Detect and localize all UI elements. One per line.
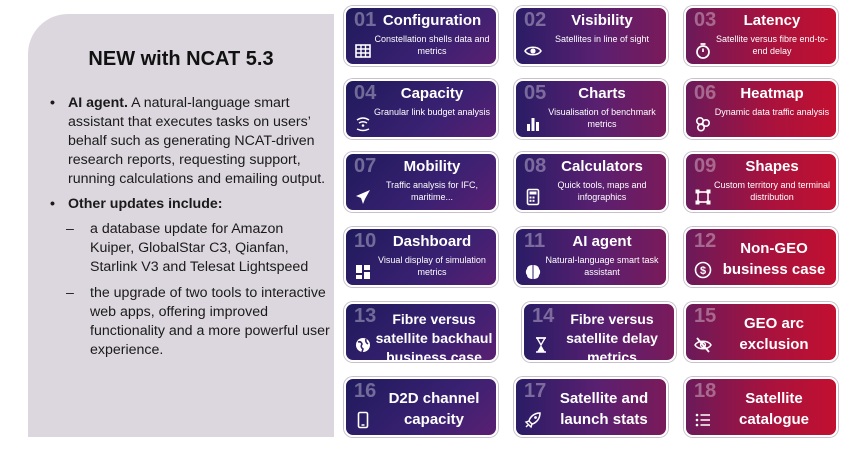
dashboard-icon	[354, 263, 372, 281]
tile-description: Satellite versus fibre end-to-end delay	[715, 34, 829, 56]
tile-number: 04	[354, 82, 377, 104]
phone-icon	[354, 411, 372, 429]
tile-title: Fibre versus satellite delay metrics	[566, 311, 658, 362]
tile-configuration[interactable]: 01 Configuration Constellation shells da…	[344, 6, 498, 66]
tile-description: Traffic analysis for IFC, maritime...	[385, 180, 479, 202]
heatmap-icon	[694, 115, 712, 133]
tile-description: Constellation shells data and metrics	[374, 34, 490, 56]
tile-satellite-launch-stats[interactable]: 17 Satellite and launch stats	[514, 377, 668, 437]
eye-slash-icon	[694, 336, 712, 354]
tile-description: Granular link budget analysis	[373, 107, 491, 117]
shape-icon	[694, 188, 712, 206]
tile-number: 13	[354, 305, 377, 327]
dash: –	[66, 221, 74, 237]
tile-description: Quick tools, maps and infographics	[557, 180, 647, 202]
tile-number: 16	[354, 380, 377, 402]
globe-icon	[354, 336, 372, 354]
tile-number: 17	[524, 380, 547, 402]
signal-icon	[354, 115, 372, 133]
list-icon	[694, 411, 712, 429]
tile-mobility[interactable]: 07 Mobility Traffic analysis for IFC, ma…	[344, 152, 498, 212]
tile-number: 12	[694, 230, 717, 252]
tile-title: Satellite and launch stats	[559, 390, 649, 428]
tile-title: AI agent	[572, 233, 632, 250]
tile-number: 03	[694, 9, 717, 31]
tile-title: Heatmap	[740, 85, 804, 102]
dollar-icon: $	[694, 261, 712, 279]
tile-fibre-satellite-delay[interactable]: 14 Fibre versus satellite delay metrics	[522, 302, 676, 362]
calculator-icon	[524, 188, 542, 206]
tile-title: Mobility	[403, 158, 461, 175]
tile-charts[interactable]: 05 Charts Visualisation of benchmark met…	[514, 79, 668, 139]
sub-bullet-web-apps-text: the upgrade of two tools to interactive …	[90, 285, 330, 358]
rocket-icon	[524, 411, 542, 429]
brain-icon	[524, 263, 542, 281]
tile-title: Fibre versus satellite backhaul business…	[375, 311, 493, 362]
tile-title: Charts	[578, 85, 626, 102]
stopwatch-icon	[694, 42, 712, 60]
bar-chart-icon	[524, 115, 542, 133]
info-panel: NEW with NCAT 5.3 AI agent. A natural-la…	[28, 14, 334, 437]
tile-title: Calculators	[561, 158, 643, 175]
eye-icon	[524, 42, 542, 60]
tile-title: Non-GEO business case	[722, 240, 826, 278]
tile-title: Configuration	[382, 12, 482, 29]
tile-description: Custom territory and terminal distributi…	[713, 180, 831, 202]
tile-number: 05	[524, 82, 547, 104]
tile-title: Latency	[743, 12, 801, 29]
tile-latency[interactable]: 03 Latency Satellite versus fibre end-to…	[684, 6, 838, 66]
tile-title: Shapes	[745, 158, 799, 175]
panel-title: NEW with NCAT 5.3	[88, 48, 274, 70]
sub-bullet-web-apps: –the upgrade of two tools to interactive…	[50, 284, 330, 360]
tile-description: Visual display of simulation metrics	[378, 255, 486, 277]
plane-icon	[354, 188, 372, 206]
dash: –	[66, 285, 74, 301]
tile-title: Capacity	[400, 85, 464, 102]
tile-title: Dashboard	[392, 233, 472, 250]
tile-capacity[interactable]: 04 Capacity Granular link budget analysi…	[344, 79, 498, 139]
tile-number: 06	[694, 82, 717, 104]
sub-bullet-database-text: a database update for Amazon Kuiper, Glo…	[90, 221, 309, 275]
tile-geo-arc-exclusion[interactable]: 15 GEO arc exclusion	[684, 302, 838, 362]
tile-heatmap[interactable]: 06 Heatmap Dynamic data traffic analysis	[684, 79, 838, 139]
tile-d2d-channel-capacity[interactable]: 16 D2D channel capacity	[344, 377, 498, 437]
tile-number: 01	[354, 9, 377, 31]
tile-number: 08	[524, 155, 547, 177]
tile-description: Natural-language smart task assistant	[545, 255, 659, 277]
tile-description: Dynamic data traffic analysis	[714, 107, 830, 117]
tile-number: 14	[532, 305, 555, 327]
sub-bullet-database: –a database update for Amazon Kuiper, Gl…	[50, 220, 330, 277]
tile-satellite-catalogue[interactable]: 18 Satellite catalogue	[684, 377, 838, 437]
tile-description: Satellites in line of sight	[554, 34, 650, 44]
tile-number: 18	[694, 380, 717, 402]
tile-fibre-satellite-backhaul[interactable]: 13 Fibre versus satellite backhaul busin…	[344, 302, 498, 362]
tile-number: 10	[354, 230, 377, 252]
tile-visibility[interactable]: 02 Visibility Satellites in line of sigh…	[514, 6, 668, 66]
tile-number: 09	[694, 155, 717, 177]
tile-title: D2D channel capacity	[388, 390, 480, 428]
tile-title: Satellite catalogue	[738, 390, 810, 428]
tile-dashboard[interactable]: 10 Dashboard Visual display of simulatio…	[344, 227, 498, 287]
tile-title: GEO arc exclusion	[739, 315, 809, 353]
bullet-ai-agent-text: A natural-language smart assistant that …	[68, 95, 326, 187]
svg-text:$: $	[700, 265, 706, 277]
tile-ai-agent[interactable]: 11 AI agent Natural-language smart task …	[514, 227, 668, 287]
tile-number: 11	[524, 230, 546, 252]
tile-shapes[interactable]: 09 Shapes Custom territory and terminal …	[684, 152, 838, 212]
tile-number: 15	[694, 305, 717, 327]
bullet-other-updates-heading: Other updates include:	[68, 196, 223, 212]
tile-number: 07	[354, 155, 377, 177]
tile-description: Visualisation of benchmark metrics	[548, 107, 656, 129]
bullet-ai-agent-heading: AI agent.	[68, 95, 128, 111]
grid-icon	[354, 42, 372, 60]
tile-number: 02	[524, 9, 547, 31]
bullet-list: AI agent. A natural-language smart assis…	[50, 94, 330, 367]
tile-calculators[interactable]: 08 Calculators Quick tools, maps and inf…	[514, 152, 668, 212]
tile-title: Visibility	[571, 12, 633, 29]
bullet-ai-agent: AI agent. A natural-language smart assis…	[50, 94, 330, 189]
hourglass-icon	[532, 336, 550, 354]
bullet-other-updates: Other updates include:	[50, 195, 330, 214]
tile-non-geo-business-case[interactable]: 12 Non-GEO business case $	[684, 227, 838, 287]
